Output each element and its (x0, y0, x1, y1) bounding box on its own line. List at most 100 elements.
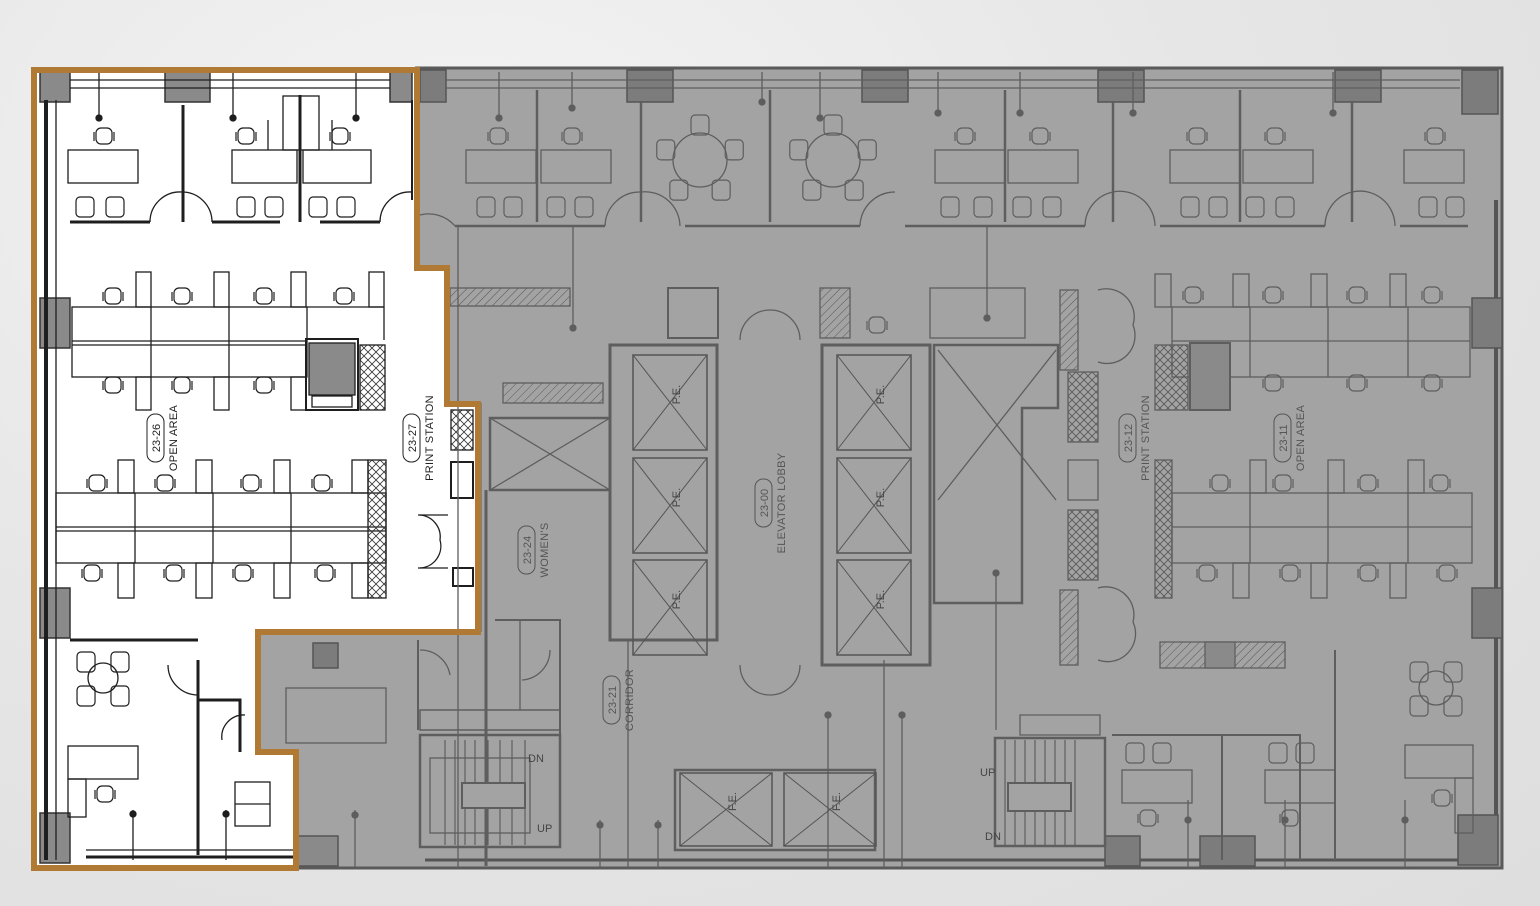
chair (1272, 474, 1294, 492)
room-label-23-26: 23-26 OPEN AREA (146, 405, 180, 471)
room-name: PRINT STATION (424, 395, 436, 481)
guest-chair (724, 139, 744, 161)
elevator-label: P.E. (671, 590, 683, 609)
room-id: 23-00 (759, 489, 771, 517)
column (419, 69, 447, 103)
chair (235, 127, 257, 145)
passenger-elevator: P.E. (632, 457, 708, 554)
chair (1279, 564, 1301, 582)
room-label-23-21: 23-21 CORRIDOR (602, 669, 636, 731)
column (297, 835, 339, 867)
stair-2-up-label: UP (980, 767, 995, 779)
room-name: ELEVATOR LOBBY (776, 452, 788, 553)
chair (102, 376, 124, 394)
stair-1-down-label: DN (528, 753, 544, 765)
guest-chair (656, 139, 676, 161)
chair (240, 474, 262, 492)
elevator-label: P.E. (875, 385, 887, 404)
elevator-label: P.E. (671, 385, 683, 404)
passenger-elevator: P.E. (632, 354, 708, 451)
chair (163, 564, 185, 582)
exterior-wall (296, 66, 1504, 870)
guest-chair (973, 196, 993, 218)
unleased-linework (285, 72, 1474, 868)
room-label-23-00: 23-00 ELEVATOR LOBBY (754, 452, 788, 553)
chair (1346, 286, 1368, 304)
guest-chair (574, 196, 594, 218)
elevator-label: P.E. (671, 488, 683, 507)
elevator-label: P.E. (875, 488, 887, 507)
building-columns (39, 69, 1503, 867)
room-name: OPEN AREA (1295, 405, 1307, 472)
chair (1431, 789, 1453, 807)
column (1097, 69, 1145, 103)
guest-chair (1443, 661, 1463, 683)
guest-chair (110, 685, 130, 707)
chair (866, 316, 888, 334)
chair (311, 474, 333, 492)
passenger-elevator: P.E. (836, 559, 912, 656)
guest-chair (940, 196, 960, 218)
chair (329, 127, 351, 145)
column (1461, 69, 1499, 115)
chair (487, 127, 509, 145)
chair (102, 287, 124, 305)
chair (171, 376, 193, 394)
chair (86, 474, 108, 492)
guest-chair (1012, 196, 1032, 218)
chair (1137, 809, 1159, 827)
guest-chair (1125, 742, 1145, 764)
guest-chair (1268, 742, 1288, 764)
suite-linework (44, 72, 482, 860)
guest-chair (1443, 695, 1463, 717)
guest-chair (1295, 742, 1315, 764)
chair (81, 564, 103, 582)
passenger-elevator: P.E. (836, 354, 912, 451)
chair (232, 564, 254, 582)
chair (94, 785, 116, 803)
guest-chair (336, 196, 356, 218)
room-label-23-24: 23-24 WOMEN'S (517, 523, 551, 578)
chair (1196, 564, 1218, 582)
column (1334, 69, 1382, 103)
chair (1436, 564, 1458, 582)
room-label-23-27: 23-27 PRINT STATION (402, 395, 436, 481)
room-label-23-12: 23-12 PRINT STATION (1118, 395, 1152, 481)
room-name: WOMEN'S (539, 523, 551, 578)
freight-elevator: F.E. (783, 772, 877, 847)
room-id: 23-12 (1123, 424, 1135, 452)
passenger-elevator: P.E. (836, 457, 912, 554)
column (1199, 835, 1256, 867)
room-id: 23-26 (151, 424, 163, 452)
guest-chair (802, 179, 822, 201)
chair (1182, 286, 1204, 304)
chair (1279, 809, 1301, 827)
guest-chair (1245, 196, 1265, 218)
guest-chair (669, 179, 689, 201)
guest-chair (1409, 661, 1429, 683)
chair (561, 127, 583, 145)
stair-1-up-label: UP (537, 823, 552, 835)
chair (1421, 374, 1443, 392)
room-name: PRINT STATION (1140, 395, 1152, 481)
guest-chair (76, 651, 96, 673)
chair (333, 287, 355, 305)
guest-chair (105, 196, 125, 218)
guest-chair (1208, 196, 1228, 218)
guest-chair (844, 179, 864, 201)
guest-chair (476, 196, 496, 218)
guest-chair (76, 685, 96, 707)
chair (1421, 286, 1443, 304)
guest-chair (110, 651, 130, 673)
room-id: 23-11 (1278, 424, 1290, 451)
chair (253, 376, 275, 394)
passenger-elevator: P.E. (632, 559, 708, 656)
guest-chair (857, 139, 877, 161)
guest-chair (308, 196, 328, 218)
column (1104, 835, 1141, 867)
unleased-floor-fill (415, 68, 1502, 868)
chairs (75, 114, 1465, 827)
room-id: 23-27 (407, 424, 419, 452)
chair (154, 474, 176, 492)
